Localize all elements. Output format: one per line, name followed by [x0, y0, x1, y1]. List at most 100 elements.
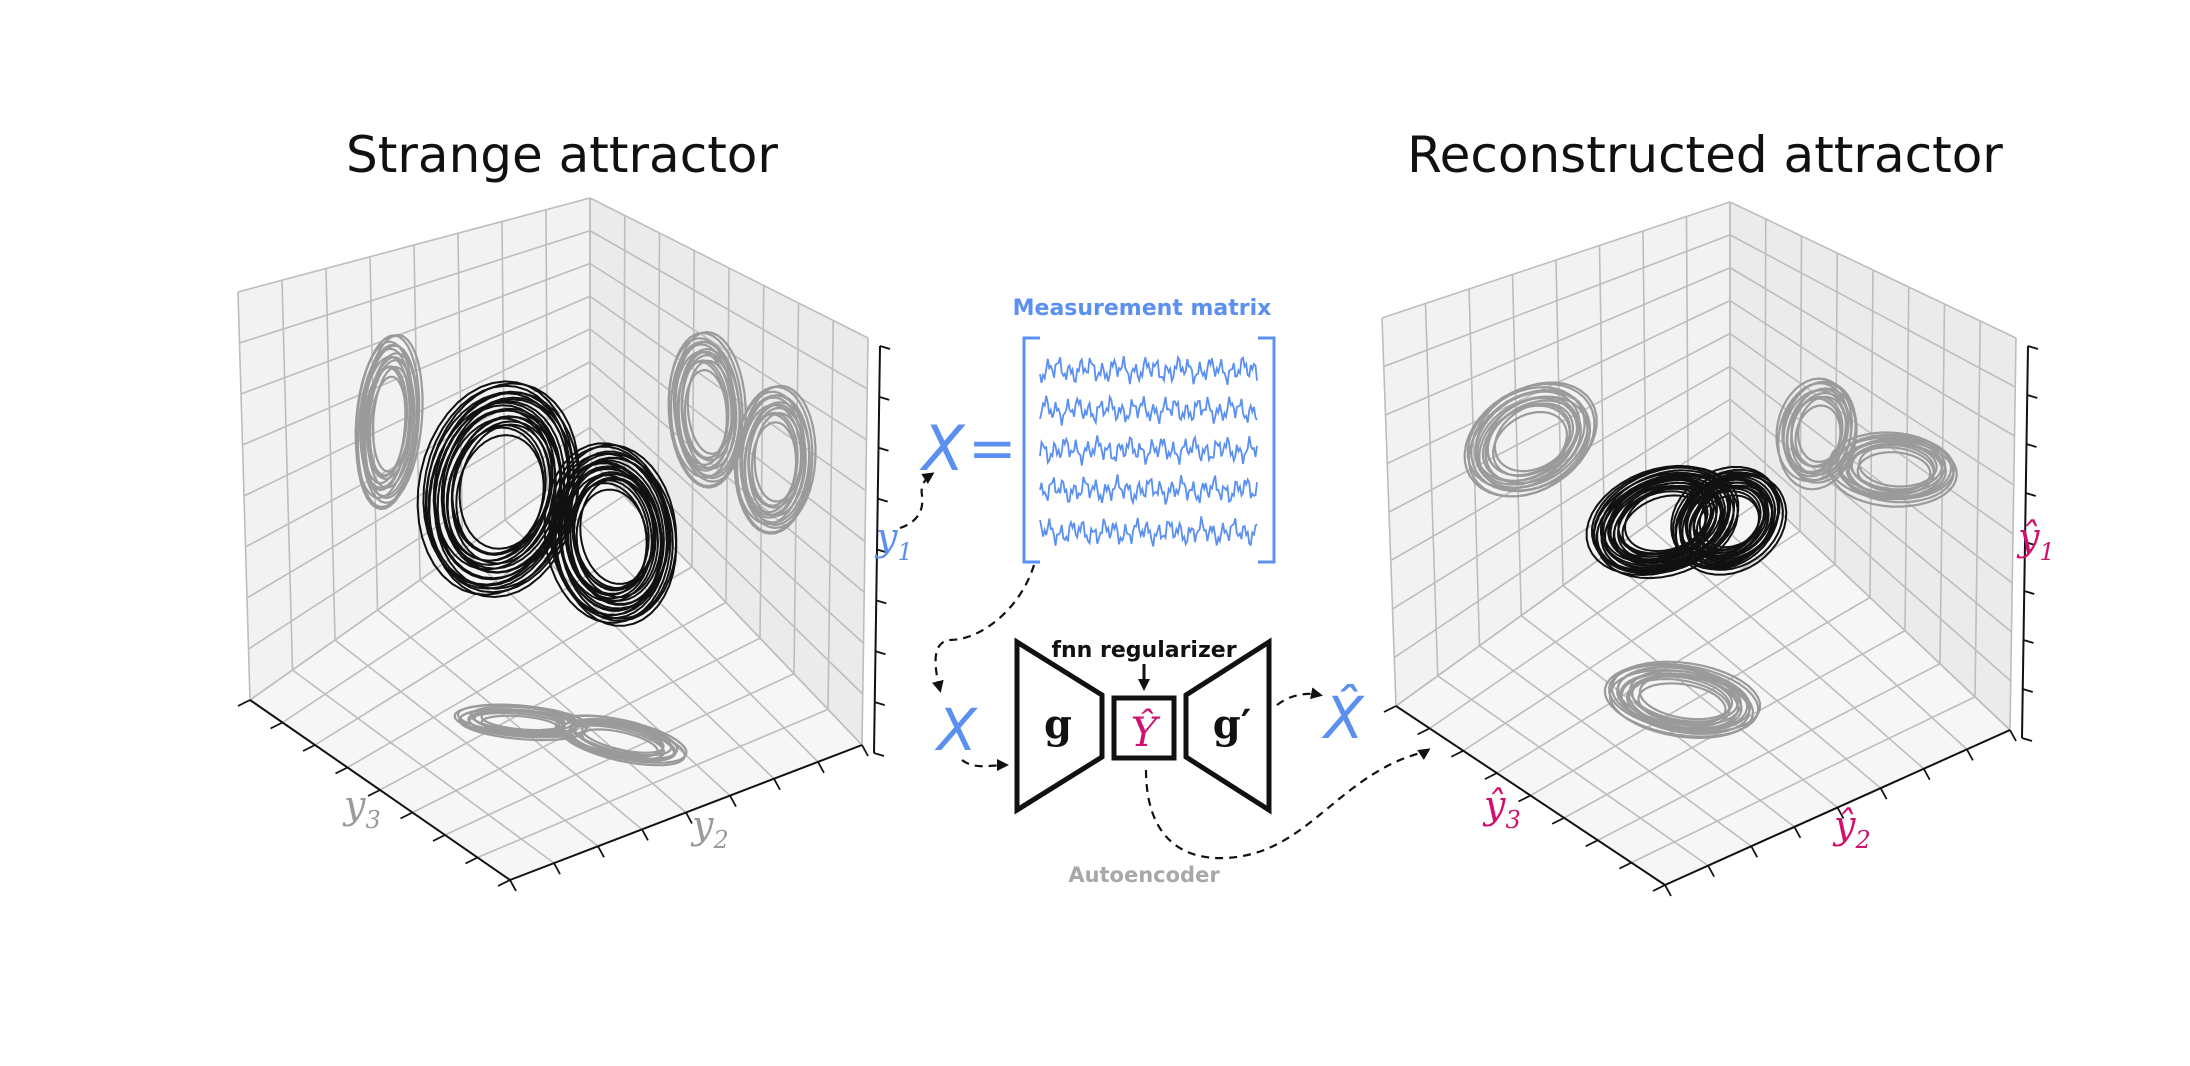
axis-tick [237, 699, 251, 707]
axis-tick [2023, 639, 2034, 644]
axis-tick [2023, 590, 2035, 595]
projection-loop [1619, 672, 1740, 731]
axis-tick [2009, 729, 2017, 742]
axis-tick [497, 879, 511, 887]
axis-tick [1383, 705, 1397, 713]
autoencoder-output-x-hat: X̂ [1321, 683, 1365, 752]
axis-tick [432, 834, 446, 842]
axis-tick [1922, 768, 1931, 781]
axis-tick [878, 446, 889, 452]
projection-loop [1858, 443, 1938, 488]
projection-loop [1777, 381, 1858, 491]
right-axis-label-y2: ŷ2 [1832, 803, 1871, 854]
grid-line [1393, 431, 1731, 659]
left-attractor-plot [354, 331, 817, 767]
grid-line [589, 328, 866, 543]
axis-tick [1551, 817, 1565, 825]
axis-tick [1750, 845, 1759, 858]
grid-line [2009, 337, 2017, 731]
axis-tick [877, 497, 889, 503]
attractor-loop [425, 382, 580, 594]
right-axis-label-y3: ŷ3 [1482, 783, 1521, 834]
axis-tick [2022, 688, 2034, 693]
axis-tick [2026, 443, 2037, 448]
axis-tick [685, 812, 693, 824]
projection-loop [1626, 677, 1731, 729]
attractor-loop [573, 476, 659, 599]
svg-text:y1: y1 [874, 515, 913, 566]
axis-tick [1836, 807, 1845, 819]
axis-tick [1518, 794, 1531, 803]
projection-loop [1466, 386, 1586, 490]
projection-loop [581, 728, 659, 758]
matrix-left-bracket [1022, 336, 1040, 564]
grid-line [457, 233, 464, 551]
axis-tick [270, 721, 283, 730]
signal-trace [1039, 474, 1258, 506]
svg-text:y3: y3 [342, 783, 381, 834]
axis-tick [597, 845, 605, 858]
grid-line [861, 337, 869, 746]
axis-tick [641, 828, 649, 841]
autoencoder-input-x: X [934, 696, 978, 764]
projection-loop [1828, 431, 1953, 501]
axis-tick [1618, 861, 1632, 870]
grid-line [1631, 696, 1976, 864]
projection-loop [554, 714, 688, 764]
axis-tick [875, 599, 887, 605]
projection-loop [1603, 662, 1760, 738]
attractor-loop [550, 452, 668, 619]
svg-text:ŷ2: ŷ2 [1832, 803, 1871, 854]
grid-line [759, 285, 765, 639]
axis-tick [1450, 749, 1464, 758]
grid-line [1685, 216, 1690, 496]
grid-line [827, 320, 835, 710]
encoder-trapezoid [1014, 637, 1105, 815]
attractor-loop [1674, 472, 1788, 576]
attractor-loop [451, 415, 554, 555]
right-attractor-plot [1463, 377, 1958, 739]
decoder-label-gprime: g′ [1213, 701, 1252, 748]
projection-loop [1474, 389, 1589, 489]
projection-loop [1840, 439, 1955, 504]
latent-y-hat: Ŷ [1131, 709, 1161, 756]
dashed-arrow-matrix-to-input [931, 564, 1036, 693]
attractor-loop [543, 442, 672, 624]
projection-loop [453, 703, 589, 739]
projection-loop [1790, 391, 1853, 476]
grid-line [1687, 494, 1968, 750]
matrix-right-bracket [1258, 336, 1276, 564]
axis-tick [1652, 884, 1666, 892]
grid-line [546, 489, 819, 763]
grid-line [1904, 286, 1910, 631]
back-left-pane [1382, 202, 1730, 706]
axis-tick [817, 761, 825, 774]
grid-line [501, 221, 506, 521]
dashed-arrow-y1-to-x [899, 472, 935, 530]
axis-tick [2024, 541, 2036, 546]
axis-tick [2025, 492, 2037, 497]
svg-text:ŷ3: ŷ3 [1482, 783, 1521, 834]
axis-tick [874, 701, 886, 706]
axis-tick [302, 744, 316, 752]
attractor-loop [416, 380, 575, 596]
grid-line [1729, 365, 2013, 584]
axis-tick [1484, 772, 1498, 780]
projection-loop [1608, 664, 1749, 732]
grid-line [1388, 332, 1731, 513]
axis-tick [1707, 865, 1715, 878]
projection-loop [558, 714, 679, 760]
grid-line [249, 459, 591, 701]
measurement-matrix-label: Measurement matrix [1013, 296, 1272, 321]
grid-line [1604, 554, 1882, 789]
projection-loop [1828, 436, 1958, 508]
projection-loop [1790, 388, 1850, 468]
grid-line [1729, 464, 2011, 731]
attractor-loop [548, 445, 669, 616]
latent-box [1111, 695, 1177, 761]
grid-line [589, 393, 865, 644]
signal-trace [1039, 516, 1258, 547]
projection-loop [1610, 660, 1762, 734]
axis-tick [773, 778, 781, 791]
autoencoder-caption: Autoencoder [1068, 863, 1220, 887]
